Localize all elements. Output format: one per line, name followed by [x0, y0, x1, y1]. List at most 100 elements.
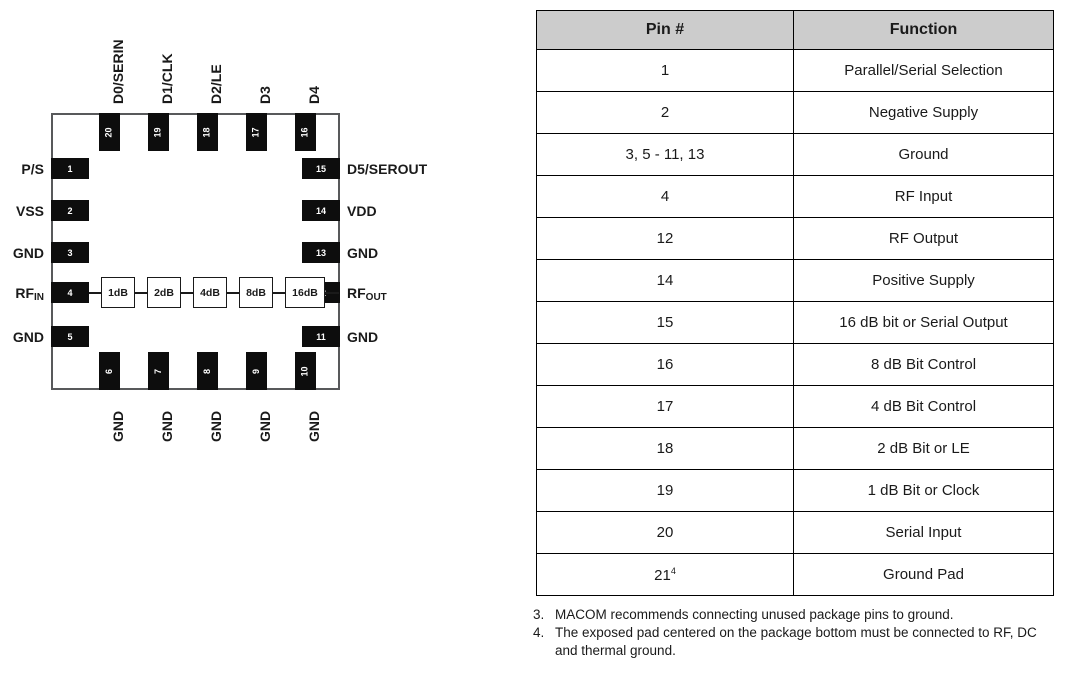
cell-pin: 2 — [536, 91, 794, 134]
cell-function: 2 dB Bit or LE — [793, 427, 1054, 470]
pin-label-rf-in-base: RF — [15, 285, 34, 301]
pin-number-14: 14 — [315, 205, 326, 216]
pin-label-vss: VSS — [15, 203, 44, 219]
pin-label-rf-out: RFOUT — [347, 286, 387, 303]
attenuator-block-16db: 16dB — [285, 277, 325, 308]
pin-label-d0-serin: D0/SERIN — [110, 39, 126, 104]
pin-number-9: 9 — [250, 368, 261, 374]
pin-number-1: 1 — [67, 163, 73, 174]
pin-label-rf-out-sub: OUT — [365, 292, 387, 303]
pin-function-table-container: Pin # Function 1 Parallel/Serial Selecti… — [536, 10, 1054, 596]
footnote-3: 3. MACOM recommends connecting unused pa… — [533, 606, 1053, 623]
pin-label-gnd-8: GND — [208, 410, 224, 442]
cell-function: 1 dB Bit or Clock — [793, 469, 1054, 512]
pin-label-gnd-9: GND — [257, 410, 273, 442]
cell-pin: 20 — [536, 511, 794, 554]
cell-pin: 214 — [536, 553, 794, 596]
cell-pin-value: 21 — [654, 566, 671, 584]
pin-pad-9: 9 — [246, 352, 267, 390]
attenuator-block-2db: 2dB — [147, 277, 181, 308]
pin-label-gnd-5: GND — [12, 329, 44, 345]
pin-number-5: 5 — [67, 331, 73, 342]
pin-pad-10: 10 — [295, 352, 316, 390]
cell-function: 4 dB Bit Control — [793, 385, 1054, 428]
table-row: 20 Serial Input — [536, 511, 1054, 554]
pin-label-d5-serout: D5/SEROUT — [347, 161, 428, 177]
pin-pad-13: 13 — [302, 242, 340, 263]
pin-number-10: 10 — [299, 365, 310, 377]
footnote-4-number: 4. — [533, 625, 545, 641]
pin-pad-7: 7 — [148, 352, 169, 390]
cell-function: Positive Supply — [793, 259, 1054, 302]
cell-function: Serial Input — [793, 511, 1054, 554]
pin-number-11: 11 — [316, 331, 326, 342]
pin-label-gnd-3: GND — [12, 245, 44, 261]
footnote-3-text: MACOM recommends connecting unused packa… — [555, 607, 954, 622]
attenuator-block-1db: 1dB — [101, 277, 135, 308]
table-row: 4 RF Input — [536, 175, 1054, 218]
cell-function: 16 dB bit or Serial Output — [793, 301, 1054, 344]
cell-pin: 19 — [536, 469, 794, 512]
package-pinout-diagram: 20 19 18 17 16 D0/SERIN D1/CLK D2/LE D3 … — [0, 0, 520, 470]
pin-pad-2: 2 — [51, 200, 89, 221]
pin-label-gnd-10: GND — [306, 410, 322, 442]
pin-pad-4: 4 — [51, 282, 89, 303]
pin-number-17: 17 — [250, 126, 261, 138]
pin-number-4: 4 — [67, 287, 73, 298]
pin-pad-5: 5 — [51, 326, 89, 347]
pin-number-3: 3 — [67, 247, 73, 258]
cell-pin: 18 — [536, 427, 794, 470]
pin-label-gnd-7: GND — [159, 410, 175, 442]
column-header-function: Function — [793, 10, 1054, 50]
pin-label-d2-le: D2/LE — [208, 64, 224, 104]
pin-label-d1-clk: D1/CLK — [159, 53, 175, 104]
pin-pad-1: 1 — [51, 158, 89, 179]
pin-pad-15: 15 — [302, 158, 340, 179]
footnote-3-number: 3. — [533, 607, 545, 622]
cell-function: Ground — [793, 133, 1054, 176]
cell-pin: 1 — [536, 49, 794, 92]
signal-wire-in — [89, 292, 101, 294]
table-row: 17 4 dB Bit Control — [536, 385, 1054, 428]
cell-function: 8 dB Bit Control — [793, 343, 1054, 386]
cell-function: Negative Supply — [793, 91, 1054, 134]
pin-number-15: 15 — [315, 163, 326, 174]
pin-pad-18: 18 — [197, 113, 218, 151]
signal-wire-4 — [273, 292, 285, 294]
pin-pad-19: 19 — [148, 113, 169, 151]
pin-number-2: 2 — [67, 205, 73, 216]
cell-pin: 3, 5 - 11, 13 — [536, 133, 794, 176]
pin-number-13: 13 — [315, 247, 326, 258]
attenuator-block-8db: 8dB — [239, 277, 273, 308]
footnote-marker-4: 4 — [670, 565, 676, 576]
table-row: 2 Negative Supply — [536, 91, 1054, 134]
pin-function-table: Pin # Function 1 Parallel/Serial Selecti… — [536, 10, 1054, 596]
pin-label-gnd-11: GND — [347, 329, 379, 345]
table-row: 15 16 dB bit or Serial Output — [536, 301, 1054, 344]
pin-label-rf-in-sub: IN — [34, 292, 44, 303]
table-row: 3, 5 - 11, 13 Ground — [536, 133, 1054, 176]
pin-label-ps: P/S — [21, 161, 44, 177]
pin-number-16: 16 — [299, 126, 310, 138]
pin-pad-8: 8 — [197, 352, 218, 390]
table-row: 1 Parallel/Serial Selection — [536, 49, 1054, 92]
footnote-4-text: The exposed pad centered on the package … — [555, 625, 1037, 658]
pin-number-19: 19 — [152, 126, 163, 138]
table-header-row: Pin # Function — [536, 10, 1054, 50]
pin-pad-14: 14 — [302, 200, 340, 221]
pin-pad-6: 6 — [99, 352, 120, 390]
pin-pad-16: 16 — [295, 113, 316, 151]
pin-number-7: 7 — [152, 368, 163, 374]
pin-number-8: 8 — [201, 368, 212, 374]
footnote-4: 4. The exposed pad centered on the packa… — [533, 624, 1053, 659]
pin-pad-11: 11 — [302, 326, 340, 347]
signal-wire-out — [325, 292, 339, 294]
column-header-pin: Pin # — [536, 10, 794, 50]
cell-pin: 17 — [536, 385, 794, 428]
pin-label-rf-in: RFIN — [0, 286, 44, 303]
cell-function: RF Output — [793, 217, 1054, 260]
cell-pin: 15 — [536, 301, 794, 344]
table-row: 18 2 dB Bit or LE — [536, 427, 1054, 470]
footnotes-section: 3. MACOM recommends connecting unused pa… — [533, 606, 1053, 660]
table-row: 16 8 dB Bit Control — [536, 343, 1054, 386]
